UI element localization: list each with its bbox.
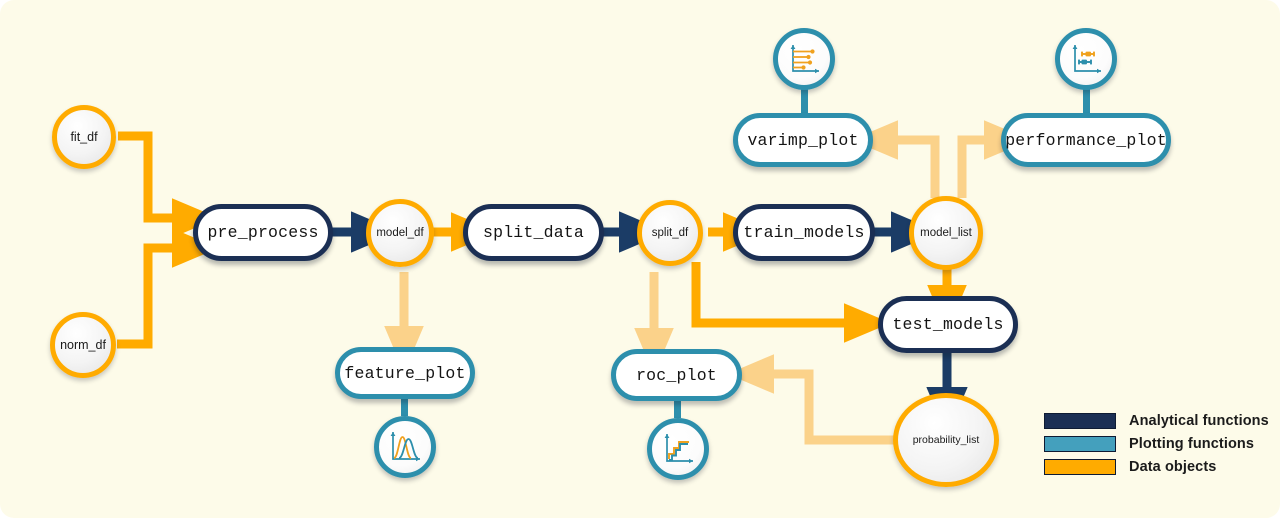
legend-item-data-objects: Data objects — [1044, 456, 1269, 477]
step-curve-icon — [647, 418, 709, 480]
node-model-df[interactable]: model_df — [366, 199, 434, 267]
node-varimp-plot-label: varimp_plot — [747, 130, 859, 150]
node-performance-plot[interactable]: performance_plot — [1001, 113, 1171, 167]
edge-model-list-to-performance-plot — [957, 120, 1031, 198]
node-probability-list[interactable]: probability_list — [893, 393, 999, 487]
node-train-models-label: train_models — [743, 223, 865, 242]
performance-plot-badge-stem — [1083, 86, 1090, 114]
legend-item-analytical-functions: Analytical functions — [1044, 410, 1269, 431]
edge-fit-df-to-pre-process — [118, 131, 219, 238]
node-norm-df-label: norm_df — [60, 338, 106, 352]
node-norm-df[interactable]: norm_df — [50, 312, 116, 378]
node-performance-plot-label: performance_plot — [1005, 130, 1167, 150]
node-split-data[interactable]: split_data — [463, 204, 604, 261]
step-curve-glyph — [664, 434, 693, 464]
node-roc-plot[interactable]: roc_plot — [611, 349, 742, 401]
legend-swatch-plotting — [1044, 435, 1116, 452]
error-bar-icon — [1055, 28, 1117, 90]
legend-label-plotting: Plotting functions — [1129, 435, 1255, 452]
node-roc-plot-label: roc_plot — [636, 365, 717, 385]
node-split-df-label: split_df — [651, 227, 689, 239]
node-model-list[interactable]: model_list — [909, 196, 983, 270]
node-pre-process-label: pre_process — [207, 223, 319, 242]
feature-plot-badge-stem — [401, 392, 408, 416]
edge-split-df-to-test-models — [691, 262, 891, 343]
density-curves-icon — [374, 416, 436, 478]
legend: Analytical functions Plotting functions … — [1044, 410, 1269, 479]
edge-probability-list-to-roc-plot — [727, 354, 894, 445]
node-feature-plot[interactable]: feature_plot — [335, 347, 475, 399]
legend-label-data-objects: Data objects — [1129, 458, 1217, 475]
node-split-df[interactable]: split_df — [637, 200, 703, 266]
node-model-list-label: model_list — [920, 227, 972, 239]
node-test-models-label: test_models — [892, 315, 1004, 334]
node-varimp-plot[interactable]: varimp_plot — [733, 113, 873, 167]
varimp-plot-badge-stem — [801, 86, 808, 114]
edge-model-list-to-varimp-plot — [851, 120, 940, 198]
node-probability-list-label: probability_list — [912, 434, 980, 446]
node-test-models[interactable]: test_models — [878, 296, 1018, 353]
lollipop-chart-icon — [773, 28, 835, 90]
legend-label-analytical: Analytical functions — [1129, 412, 1269, 429]
node-pre-process[interactable]: pre_process — [193, 204, 333, 261]
density-curves-glyph — [390, 432, 420, 462]
edge-norm-df-to-pre-process — [117, 228, 219, 349]
node-model-df-label: model_df — [376, 227, 424, 239]
node-train-models[interactable]: train_models — [733, 204, 875, 261]
node-feature-plot-label: feature_plot — [344, 363, 466, 383]
legend-swatch-data-objects — [1044, 458, 1116, 475]
node-split-data-label: split_data — [482, 223, 585, 242]
legend-swatch-analytical — [1044, 412, 1116, 429]
error-bar-glyph — [1072, 45, 1101, 74]
node-fit-df-label: fit_df — [70, 130, 98, 144]
node-fit-df[interactable]: fit_df — [52, 105, 116, 169]
roc-plot-badge-stem — [674, 394, 681, 418]
lollipop-chart-glyph — [790, 45, 819, 74]
legend-item-plotting-functions: Plotting functions — [1044, 433, 1269, 454]
